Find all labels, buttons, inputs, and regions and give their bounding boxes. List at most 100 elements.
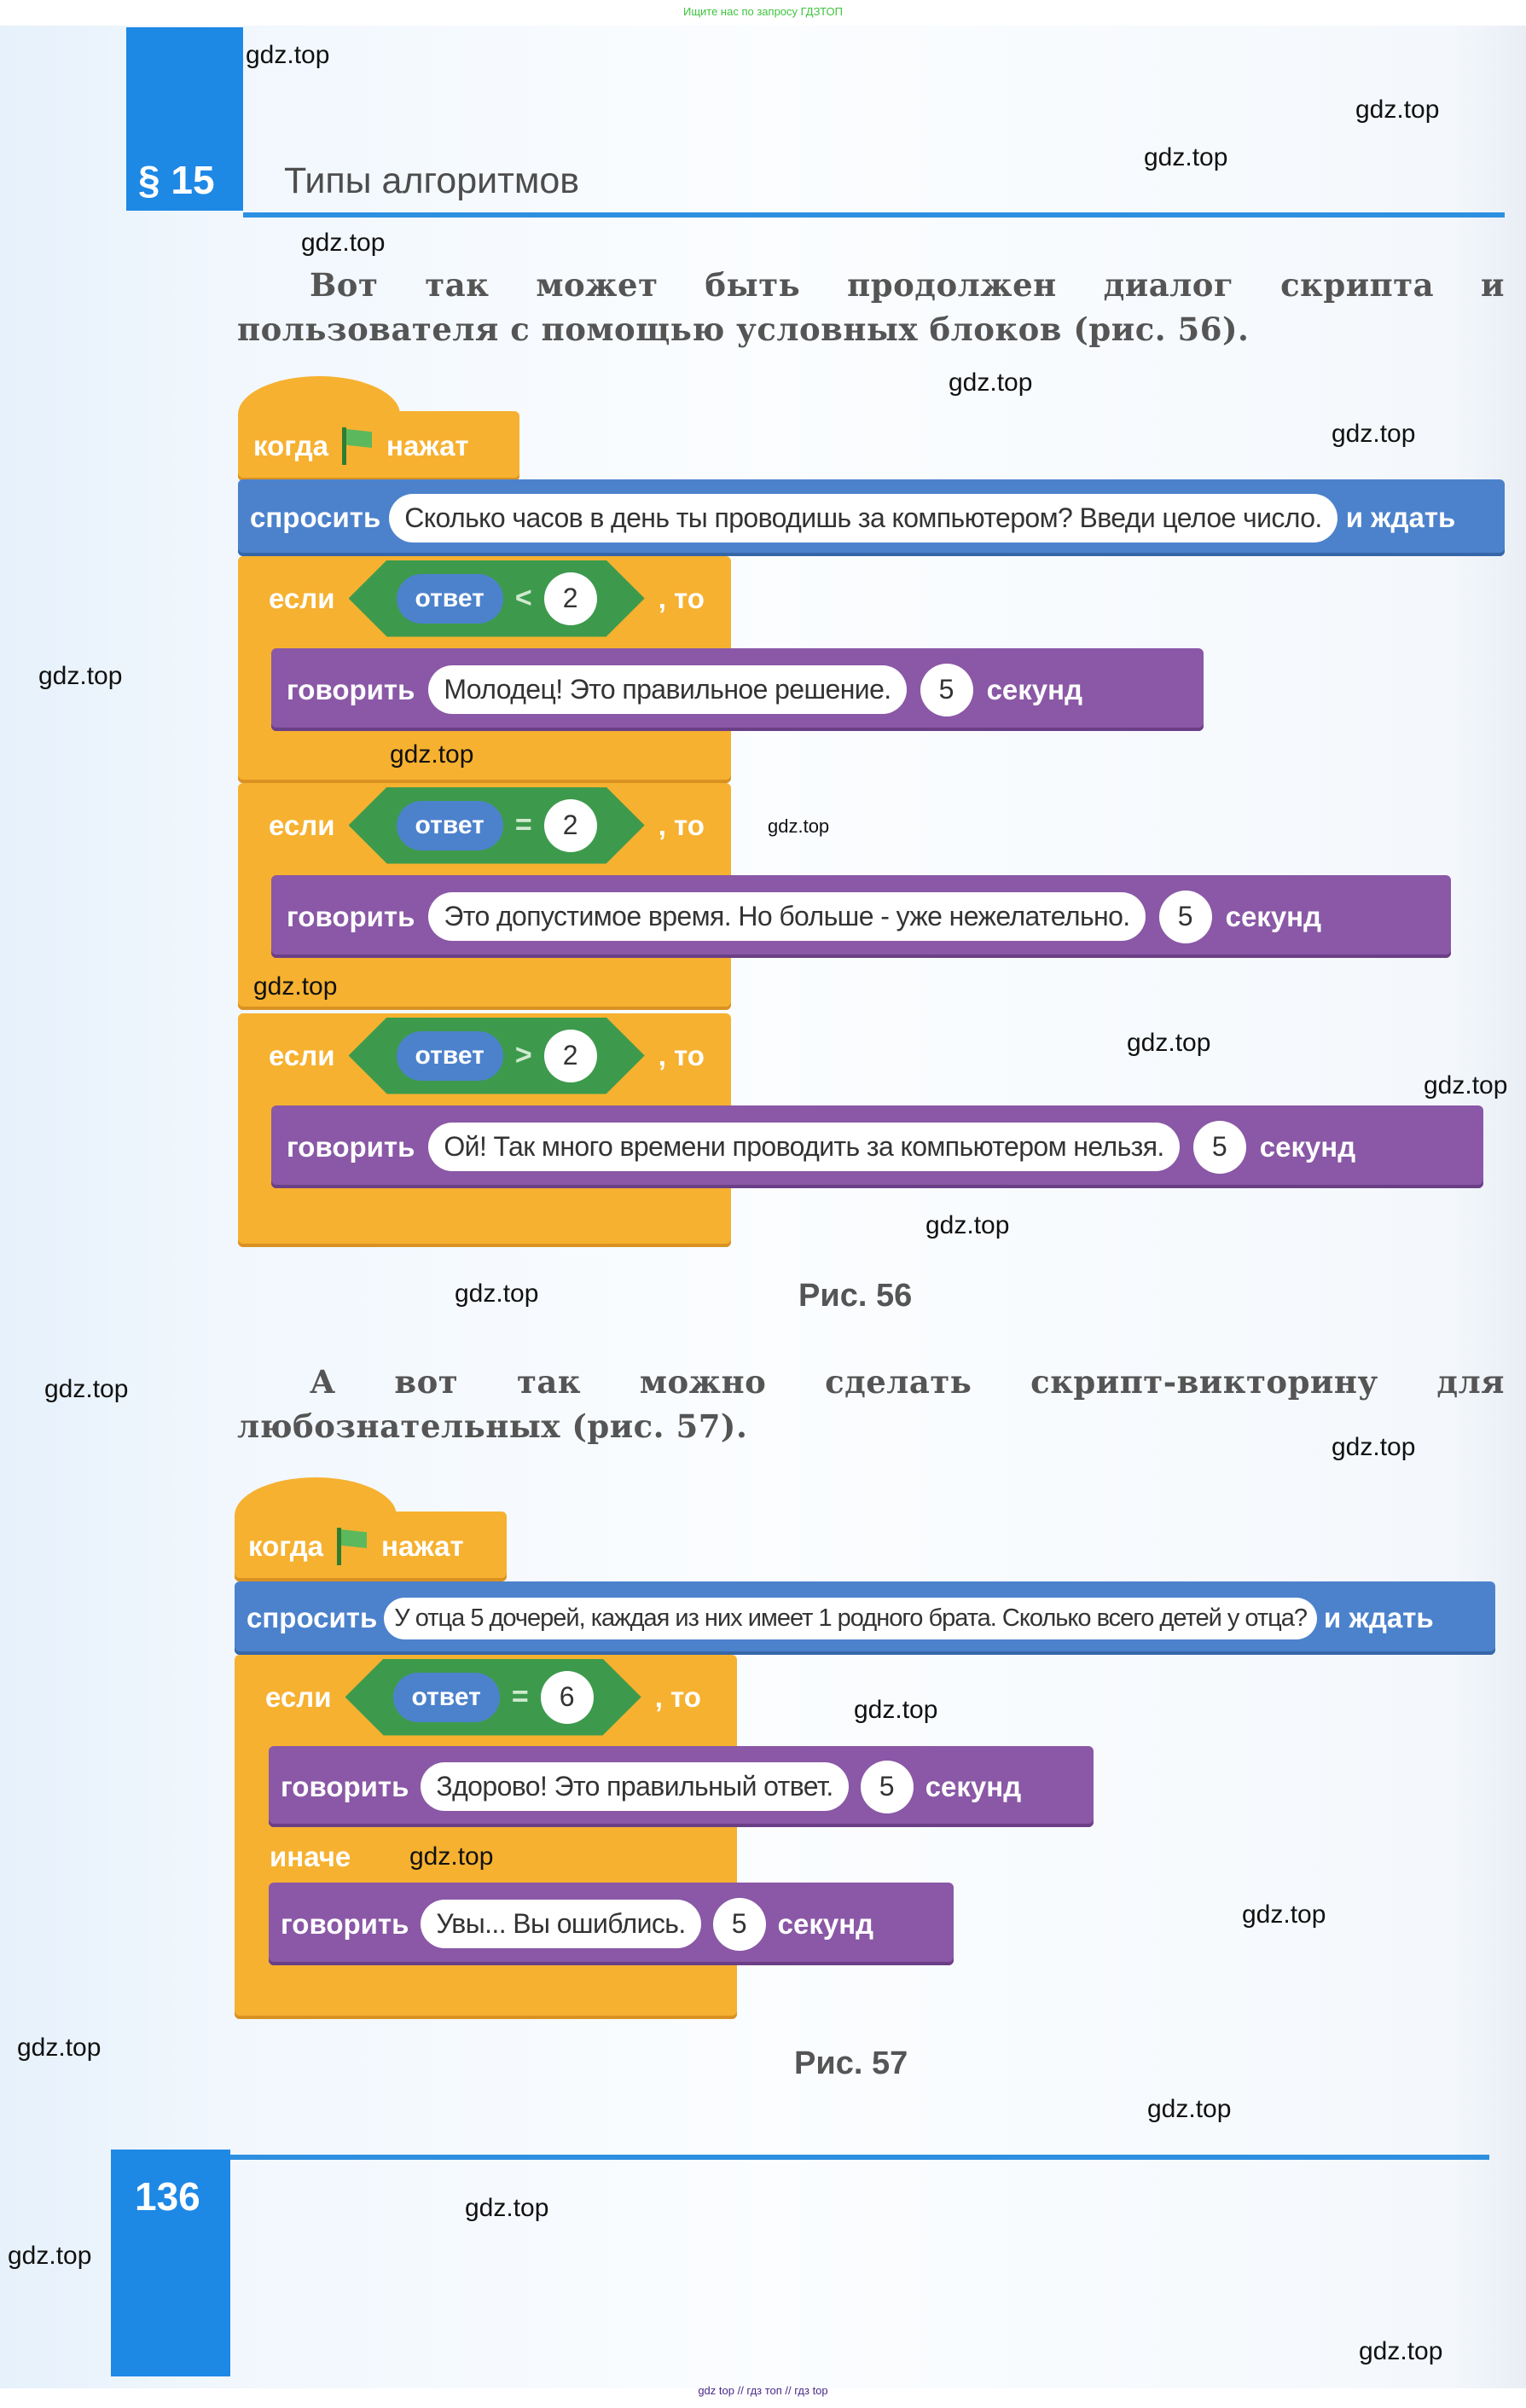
- ask-text-input[interactable]: У отца 5 дочерей, каждая из них имеет 1 …: [384, 1597, 1318, 1639]
- if-label: если: [269, 809, 335, 841]
- watermark: gdz.top: [1127, 1029, 1211, 1057]
- ask-label: спросить: [247, 1602, 378, 1633]
- paragraph-text: А вот так можно сделать скрипт-викторину…: [237, 1363, 1505, 1445]
- bottom-banner[interactable]: gdz top // гдз топ // гдз top: [698, 2384, 828, 2397]
- comparison-operator[interactable]: ответ = 2: [348, 786, 645, 864]
- watermark: gdz.top: [465, 2194, 549, 2222]
- say-text-input[interactable]: Молодец! Это правильное решение.: [428, 665, 907, 714]
- watermark: gdz.top: [301, 229, 386, 257]
- answer-reporter[interactable]: ответ: [396, 573, 503, 624]
- watermark: gdz.top: [246, 41, 330, 69]
- say-label: говорить: [287, 1130, 415, 1163]
- say-for-secs-block[interactable]: говорить Молодец! Это правильное решение.…: [271, 648, 1204, 731]
- watermark: gdz.top: [1424, 1071, 1508, 1100]
- watermark: gdz.top: [1332, 1433, 1416, 1461]
- page-number: 136: [135, 2174, 200, 2219]
- secs-input[interactable]: 5: [860, 1760, 914, 1813]
- ask-label: спросить: [250, 502, 381, 533]
- if-label: если: [269, 1039, 335, 1071]
- watermark: gdz.top: [1242, 1900, 1326, 1929]
- secs-input[interactable]: 5: [1192, 1120, 1246, 1174]
- then-label: , то: [658, 809, 705, 841]
- page-number-tab: [111, 2150, 230, 2376]
- figure-56-caption: Рис. 56: [798, 1278, 913, 1314]
- watermark: gdz.top: [1147, 2095, 1232, 2123]
- secs-label: секунд: [1259, 1130, 1356, 1163]
- else-label: иначе: [270, 1841, 351, 1872]
- comparison-operator[interactable]: ответ >2: [348, 1017, 645, 1094]
- say-label: говорить: [281, 1907, 409, 1940]
- answer-reporter[interactable]: ответ: [396, 1030, 503, 1081]
- hat-when-label: когда: [253, 430, 329, 461]
- ask-text-input[interactable]: Сколько часов в день ты проводишь за ком…: [389, 493, 1337, 543]
- say-label: говорить: [287, 673, 415, 705]
- value-input[interactable]: 2: [543, 572, 597, 625]
- value-input[interactable]: 2: [543, 798, 597, 852]
- operator-symbol: =: [511, 1680, 529, 1713]
- secs-label: секунд: [986, 673, 1083, 705]
- header-rule: [243, 212, 1505, 218]
- watermark: gdz.top: [8, 2242, 92, 2270]
- if-header: если ответ = 6 , то: [235, 1655, 701, 1739]
- paragraph-text: Вот так может быть продолжен диалог скри…: [237, 266, 1505, 348]
- say-for-secs-block[interactable]: говорить Ой! Так много времени проводить …: [271, 1105, 1483, 1188]
- if-label: если: [265, 1680, 332, 1713]
- if-header: если ответ <2 , то: [238, 556, 705, 641]
- then-label: , то: [658, 1039, 705, 1071]
- comparison-operator[interactable]: ответ <2: [348, 560, 645, 637]
- watermark: gdz.top: [253, 972, 338, 1001]
- then-label: , то: [658, 582, 705, 614]
- secs-input[interactable]: 5: [712, 1897, 766, 1951]
- say-text-input[interactable]: Это допустимое время. Но больше - уже не…: [428, 892, 1146, 941]
- footer-rule: [230, 2155, 1489, 2160]
- operator-symbol: =: [514, 809, 532, 841]
- top-banner[interactable]: Ищите нас по запросу ГДЗТОП: [682, 5, 843, 18]
- section-number: § 15: [138, 158, 215, 202]
- watermark: gdz.top: [390, 740, 474, 769]
- ask-wait-label: и ждать: [1324, 1602, 1434, 1633]
- value-input[interactable]: 2: [543, 1029, 597, 1082]
- section-tab: [126, 27, 243, 211]
- if-header: если ответ >2 , то: [238, 1013, 705, 1098]
- hat-pressed-label: нажат: [381, 1530, 464, 1562]
- green-flag-icon: [335, 1528, 369, 1565]
- value-input[interactable]: 6: [540, 1670, 594, 1724]
- watermark: gdz.top: [854, 1696, 938, 1724]
- say-text-input[interactable]: Увы... Вы ошиблись.: [421, 1900, 701, 1948]
- say-text-input[interactable]: Ой! Так много времени проводить за компь…: [428, 1123, 1180, 1171]
- watermark: gdz.top: [1355, 96, 1440, 124]
- answer-reporter[interactable]: ответ: [392, 1672, 500, 1722]
- equals-operator[interactable]: ответ = 6: [345, 1658, 641, 1736]
- operator-symbol: >: [514, 1039, 532, 1071]
- secs-input[interactable]: 5: [1158, 890, 1212, 943]
- answer-reporter[interactable]: ответ: [396, 800, 503, 850]
- watermark: gdz.top: [38, 662, 123, 690]
- ask-and-wait-block[interactable]: спросить Сколько часов в день ты проводиш…: [238, 479, 1505, 556]
- page-title: Типы алгоритмов: [284, 160, 580, 201]
- ask-wait-label: и ждать: [1345, 502, 1456, 533]
- then-label: , то: [654, 1680, 701, 1713]
- green-flag-icon: [340, 427, 374, 465]
- say-text-input[interactable]: Здорово! Это правильный ответ.: [421, 1762, 849, 1811]
- watermark: gdz.top: [925, 1211, 1010, 1239]
- watermark: gdz.top: [1144, 143, 1228, 171]
- if-header: если ответ = 2 , то: [238, 783, 705, 867]
- watermark: gdz.top: [409, 1842, 494, 1871]
- secs-label: секунд: [1225, 900, 1322, 932]
- watermark: gdz.top: [768, 815, 830, 837]
- secs-label: секунд: [925, 1770, 1022, 1802]
- watermark: gdz.top: [17, 2034, 102, 2062]
- watermark: gdz.top: [44, 1375, 129, 1403]
- secs-input[interactable]: 5: [920, 663, 973, 717]
- if-label: если: [269, 582, 335, 614]
- textbook-page: [0, 26, 1526, 2388]
- operator-symbol: <: [514, 582, 532, 614]
- figure-57-caption: Рис. 57: [794, 2045, 908, 2081]
- watermark: gdz.top: [455, 1279, 539, 1308]
